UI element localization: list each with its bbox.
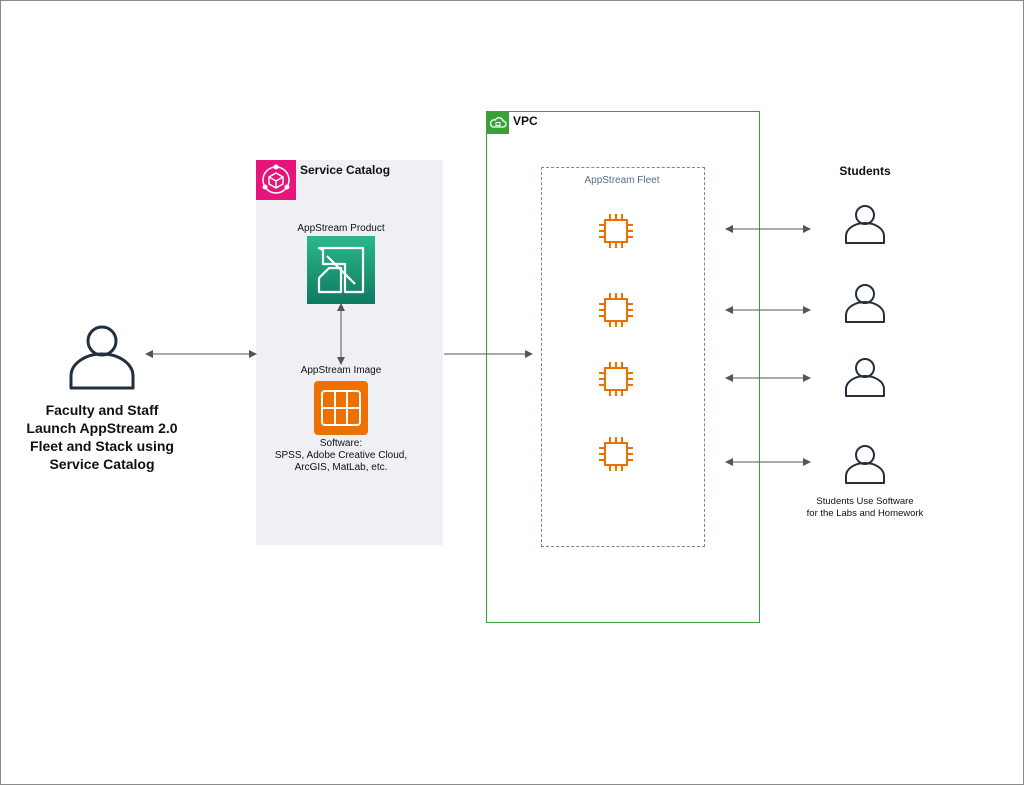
ec2-instance-icon (599, 362, 633, 396)
vpc-cloud-icon (487, 112, 509, 134)
appstream-image-label: AppStream Image (300, 365, 382, 376)
students-caption: Students Use Software for the Labs and H… (790, 496, 940, 520)
students-caption-line-2: for the Labs and Homework (806, 508, 924, 519)
software-label-line-2: SPSS, Adobe Creative Cloud, (274, 450, 408, 461)
faculty-label-line-2: Launch AppStream 2.0 (26, 420, 178, 436)
software-label-line-1: Software: (319, 438, 363, 449)
ec2-instance-icon (599, 437, 633, 471)
software-label: Software: SPSS, Adobe Creative Cloud, Ar… (256, 438, 426, 474)
service-catalog-icon (256, 160, 296, 200)
software-label-line-3: ArcGIS, MatLab, etc. (294, 462, 388, 473)
faculty-label-line-3: Fleet and Stack using (30, 438, 174, 454)
faculty-label-line-1: Faculty and Staff (45, 402, 159, 418)
student-user-icon (845, 205, 885, 244)
vpc-group (486, 111, 760, 623)
appstream-fleet-label: AppStream Fleet (584, 175, 660, 186)
student-user-icon (845, 358, 885, 397)
service-catalog-title: Service Catalog (300, 163, 391, 177)
student-user-icon (845, 445, 885, 484)
faculty-user-icon (69, 325, 135, 390)
student-user-icon (845, 284, 885, 323)
faculty-label: Faculty and Staff Launch AppStream 2.0 F… (12, 401, 192, 473)
faculty-label-line-4: Service Catalog (49, 456, 155, 472)
students-title: Students (839, 164, 891, 178)
appstream-icon (307, 236, 375, 304)
service-catalog-group (256, 160, 443, 545)
appstream-fleet-group (541, 167, 705, 547)
appstream-product-label: AppStream Product (297, 223, 385, 234)
ec2-instance-icon (599, 293, 633, 327)
ec2-instance-icon (599, 214, 633, 248)
students-caption-line-1: Students Use Software (816, 496, 914, 507)
vpc-title: VPC (513, 114, 538, 128)
appstream-image-icon (314, 381, 368, 435)
